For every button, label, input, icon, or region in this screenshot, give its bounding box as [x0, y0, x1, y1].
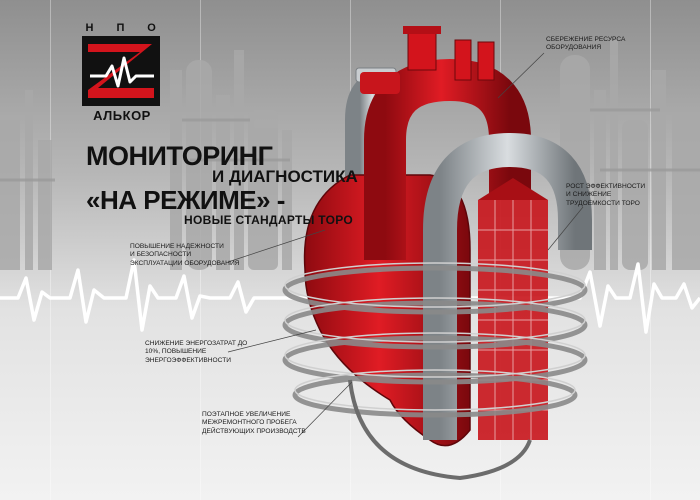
callout-line: МЕЖРЕМОНТНОГО ПРОБЕГА: [202, 419, 297, 427]
callout-line: ОБОРУДОВАНИЯ: [546, 44, 602, 52]
headline-line-4: НОВЫЕ СТАНДАРТЫ ТОРО: [184, 213, 354, 227]
logo-npo-letters: Н П О: [82, 22, 160, 34]
callout-line: И БЕЗОПАСНОСТИ: [130, 251, 192, 259]
callout-line: ЭНЕРГОЭФФЕКТИВНОСТИ: [145, 356, 231, 364]
callout-resource-saving: СБЕРЕЖЕНИЕ РЕСУРСА ОБОРУДОВАНИЯ: [546, 36, 625, 53]
headline-line-2: И ДИАГНОСТИКА: [212, 167, 358, 186]
callout-line: РОСТ ЭФФЕКТИВНОСТИ: [566, 183, 646, 190]
callout-line: ЭКСПЛУАТАЦИИ ОБОРУДОВАНИЯ: [130, 259, 240, 267]
callout-line: ДЕЙСТВУЮЩИХ ПРОИЗВОДСТВ: [202, 427, 306, 435]
callout-reliability: ПОВЫШЕНИЕ НАДЕЖНОСТИ И БЕЗОПАСНОСТИ ЭКСП…: [130, 243, 239, 268]
callout-efficiency: РОСТ ЭФФЕКТИВНОСТИ И СНИЖЕНИЕ ТРУДОЕМКОС…: [566, 183, 645, 208]
callout-line: ПОЭТАПНОЕ УВЕЛИЧЕНИЕ: [202, 411, 291, 418]
callout-line: ПОВЫШЕНИЕ НАДЕЖНОСТИ: [130, 243, 224, 250]
callout-line: ТРУДОЕМКОСТИ ТОРО: [566, 199, 640, 207]
logo-letter: П: [116, 22, 126, 34]
callout-line: 10%, ПОВЫШЕНИЕ: [145, 348, 207, 356]
logo-letter: Н: [85, 22, 95, 34]
logo-name: АЛЬКОР: [93, 108, 151, 123]
logo-letter: О: [147, 22, 157, 34]
callout-energy: СНИЖЕНИЕ ЭНЕРГОЗАТРАТ ДО 10%, ПОВЫШЕНИЕ …: [145, 340, 247, 365]
callout-line: И СНИЖЕНИЕ: [566, 191, 612, 199]
callout-overhaul-interval: ПОЭТАПНОЕ УВЕЛИЧЕНИЕ МЕЖРЕМОНТНОГО ПРОБЕ…: [202, 411, 306, 436]
lattice-tower: [478, 178, 548, 440]
callout-line: СБЕРЕЖЕНИЕ РЕСУРСА: [546, 36, 626, 43]
headline-line-1: МОНИТОРИНГ: [86, 141, 273, 171]
logo-mark: [82, 36, 160, 106]
headline-line-3: «НА РЕЖИМЕ» -: [86, 185, 285, 215]
panel-seam: [650, 0, 651, 500]
heartbeat-line: [0, 258, 700, 334]
callout-line: СНИЖЕНИЕ ЭНЕРГОЗАТРАТ ДО: [145, 340, 248, 347]
headline: МОНИТОРИНГ И ДИАГНОСТИКА «НА РЕЖИМЕ» - Н…: [86, 141, 358, 227]
alkor-logo: Н П О АЛЬКОР: [82, 22, 162, 124]
